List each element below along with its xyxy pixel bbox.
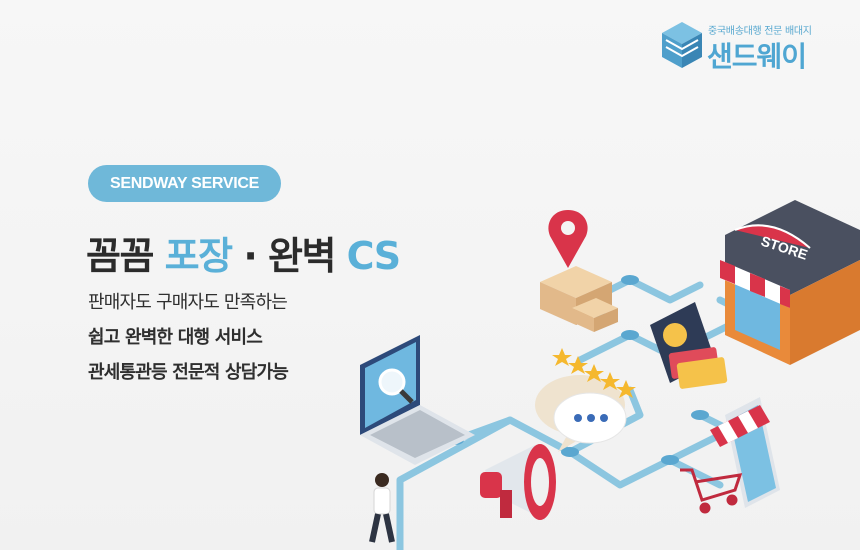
walking-person-icon (369, 473, 395, 543)
megaphone-icon (480, 444, 556, 520)
parcel-boxes-icon (540, 266, 618, 332)
headline-separator: · (243, 234, 257, 278)
ecommerce-illustration: STORE (360, 200, 860, 550)
headline-part4: CS (346, 234, 401, 278)
wallet-cards-icon (650, 302, 728, 389)
logo-name: 샌드웨이 (707, 40, 807, 73)
logo-tagline: 중국배송대행 전문 배대지 (708, 26, 812, 37)
rating-stars-icon (552, 348, 636, 398)
description-line-2: 쉽고 완벽한 대행 서비스 (88, 327, 263, 348)
location-pin-icon (548, 210, 588, 268)
mobile-shop-icon (710, 397, 780, 508)
chat-bubble-icon (535, 375, 627, 452)
description-line-3: 관세통관등 전문적 상담가능 (88, 362, 289, 383)
headline-part1: 꼼꼼 (86, 234, 154, 278)
shopping-cart-icon (680, 468, 743, 514)
laptop-search-icon (360, 335, 475, 465)
service-badge: SENDWAY SERVICE (88, 165, 281, 202)
logo-cube-icon (662, 22, 702, 68)
store-building-icon: STORE (720, 200, 860, 365)
headline: 꼼꼼 포장 · 완벽 CS (86, 225, 401, 280)
headline-part3: 완벽 (267, 234, 336, 278)
store-awning (720, 260, 790, 308)
sendway-logo[interactable]: 중국배송대행 전문 배대지 샌드웨이 (660, 18, 840, 74)
headline-part2: 포장 (164, 234, 233, 278)
description-line-1: 판매자도 구매자도 만족하는 (88, 292, 288, 313)
